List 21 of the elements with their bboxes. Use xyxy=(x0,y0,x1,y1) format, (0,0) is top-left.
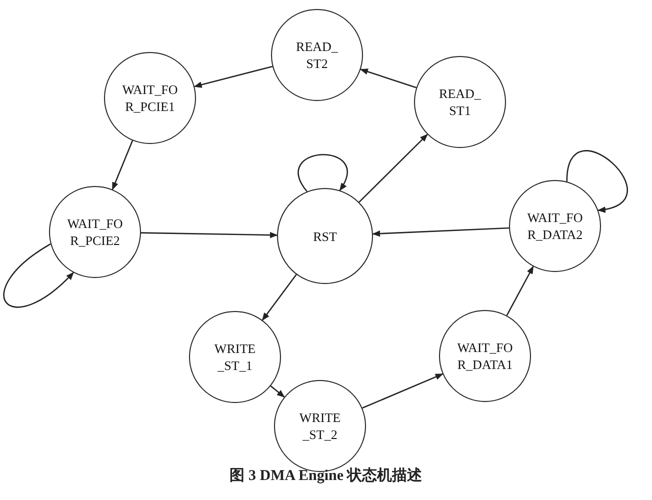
arrow xyxy=(3,243,74,308)
arrow xyxy=(194,66,273,88)
state-circle: WAIT_FO R_DATA1 xyxy=(439,310,531,402)
arrow xyxy=(270,385,285,398)
arrow xyxy=(362,373,444,409)
arrow xyxy=(360,68,416,88)
state-circle: WAIT_FO R_DATA2 xyxy=(509,180,601,272)
state-circle: RST xyxy=(277,188,373,284)
state-circle: WAIT_FO R_PCIE2 xyxy=(49,186,141,278)
arrow xyxy=(372,227,510,237)
arrow xyxy=(298,154,348,192)
arrow xyxy=(140,232,278,238)
arrow xyxy=(112,140,134,190)
state-circle: WAIT_FO R_PCIE1 xyxy=(104,52,196,144)
state-circle: READ_ ST1 xyxy=(414,56,506,148)
arrow xyxy=(262,274,297,321)
state-circle: WRITE _ST_1 xyxy=(189,311,281,403)
state-circle: READ_ ST2 xyxy=(271,9,363,101)
arrow xyxy=(566,150,628,212)
arrow xyxy=(358,134,428,203)
arrow xyxy=(506,266,534,316)
